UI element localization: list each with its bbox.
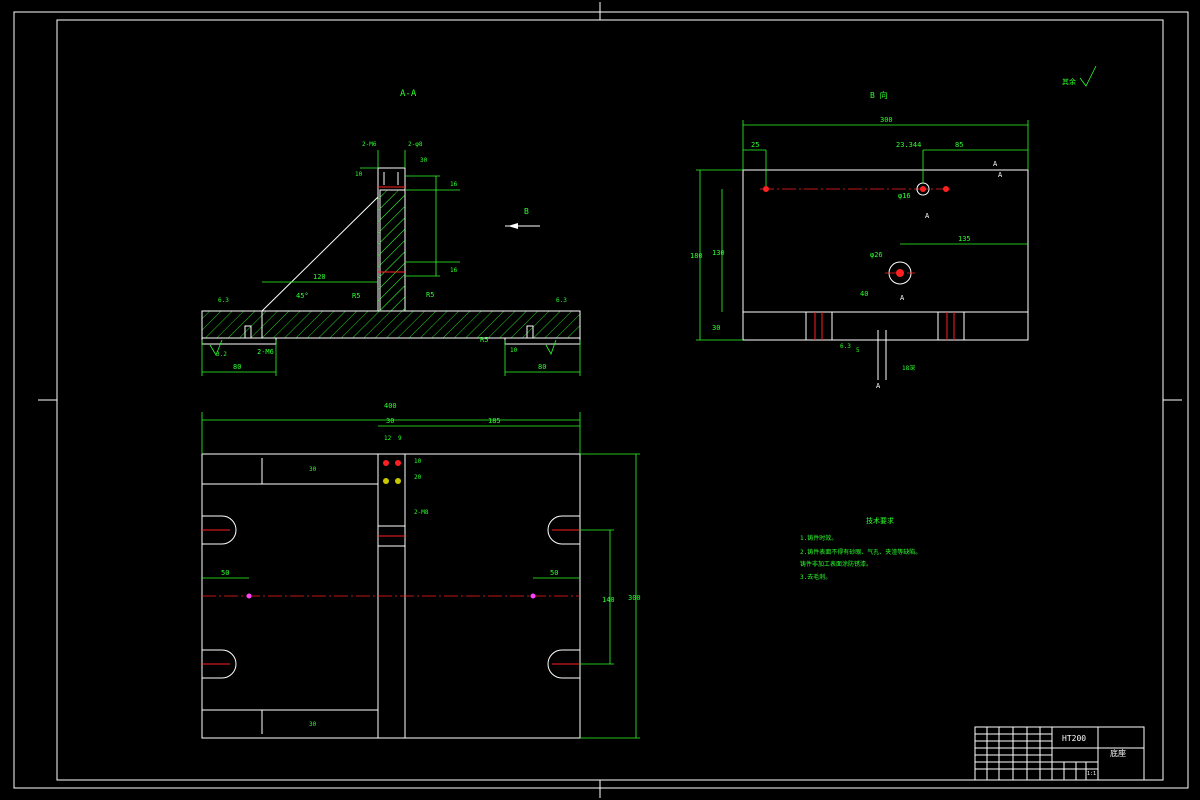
dim-16a: 16 — [450, 181, 458, 188]
view-b-title: B 向 — [870, 90, 888, 100]
plan-dim-12: 12 — [384, 435, 392, 442]
top-holes-2: 2-φ8 — [408, 141, 423, 148]
tech-item-2: 2.铸件表面不得有砂眼、气孔、夹渣等缺陷。 — [800, 548, 921, 556]
b-phi16: φ16 — [898, 192, 911, 200]
section-rib — [261, 196, 379, 312]
thread-2m6: 2-M6 — [257, 348, 274, 356]
b-dim-30: 30 — [712, 324, 720, 332]
plan-dim-140: 140 — [602, 596, 615, 604]
plan-view: 400 185 30 12 9 30 30 10 20 2-M8 50 50 1… — [201, 402, 641, 739]
plan-dim-300: 300 — [628, 594, 641, 602]
dim-30-top: 30 — [420, 157, 428, 164]
plan-dim-400: 400 — [384, 402, 397, 410]
title-block: HT200 底座 1:1 — [974, 726, 1145, 781]
plan-dim-50-left: 50 — [221, 569, 229, 577]
b-phi26: φ26 — [870, 251, 883, 259]
b-dim-63: 6.3 — [840, 343, 851, 350]
title-scale: 1:1 — [1087, 771, 1096, 777]
view-b: B 向 300 25 23.344 85 135 180 — [690, 90, 1029, 390]
roughness-note: 其余 — [1062, 77, 1076, 86]
tech-item-3: 铸件非加工表面涂防锈漆。 — [800, 560, 872, 568]
title-part-name: 底座 — [1110, 748, 1126, 758]
b-dim-40: 40 — [860, 290, 868, 298]
title-material: HT200 — [1062, 734, 1086, 743]
plan-dim-10: 10 — [414, 458, 422, 465]
plan-dim-30-left: 30 — [309, 466, 317, 473]
rough-left: 6.3 — [218, 297, 229, 304]
b-dim-130: 130 — [712, 249, 725, 257]
dim-16b: 16 — [450, 267, 458, 274]
b-dim-180: 180 — [690, 252, 703, 260]
plan-dim-20: 20 — [414, 474, 422, 481]
b-section-a5: A — [876, 382, 881, 390]
dim-120: 120 — [313, 273, 326, 281]
rough-32: 3.2 — [216, 351, 227, 358]
dim-80-left: 80 — [233, 363, 241, 371]
tech-title: 技术要求 — [866, 516, 894, 525]
sheet-frame — [13, 2, 1189, 798]
view-b-arrow: B — [505, 207, 540, 229]
plan-dim-9: 9 — [398, 435, 402, 442]
section-view-a-a: A-A 80 80 120 45° — [201, 89, 581, 376]
tech-item-1: 1.铸件时效。 — [800, 534, 837, 542]
tech-requirements: 技术要求 1.铸件时效。 2.铸件表面不得有砂眼、气孔、夹渣等缺陷。 铸件非加工… — [800, 516, 921, 581]
view-b-outline — [742, 169, 1029, 341]
b-section-a2: A — [998, 171, 1003, 179]
r5-bottom: R5 — [480, 336, 488, 344]
b-dim-85: 85 — [955, 141, 963, 149]
b-dim-300: 300 — [880, 116, 893, 124]
b-section-a3: A — [925, 212, 930, 220]
r5-left: R5 — [352, 292, 360, 300]
dim-10b: 10 — [510, 347, 518, 354]
view-b-arrow-label: B — [524, 207, 529, 216]
plan-dim-185: 185 — [488, 417, 501, 425]
b-dim-135: 135 — [958, 235, 971, 243]
tech-item-4: 3.去毛刺。 — [800, 573, 831, 581]
b-section-a1: A — [993, 160, 998, 168]
roughness-symbol: 其余 — [1062, 65, 1097, 87]
plan-dim-50-right: 50 — [550, 569, 558, 577]
dim-10-top: 10 — [355, 171, 363, 178]
b-slot-note: 18深 — [902, 364, 915, 372]
plan-dim-30: 30 — [386, 417, 394, 425]
r5-right: R5 — [426, 291, 434, 299]
section-title: A-A — [400, 89, 417, 99]
rough-right: 6.3 — [556, 297, 567, 304]
angle-45: 45° — [296, 292, 309, 300]
plan-holes-2m8: 2-M8 — [414, 509, 429, 516]
top-holes-1: 2-M6 — [362, 141, 377, 148]
dim-80-right: 80 — [538, 363, 546, 371]
plan-dim-30-bottom: 30 — [309, 721, 317, 728]
b-dim-5: 5 — [856, 347, 860, 354]
b-dim-23344: 23.344 — [896, 141, 921, 149]
b-dim-25: 25 — [751, 141, 759, 149]
b-section-a4: A — [900, 294, 905, 302]
